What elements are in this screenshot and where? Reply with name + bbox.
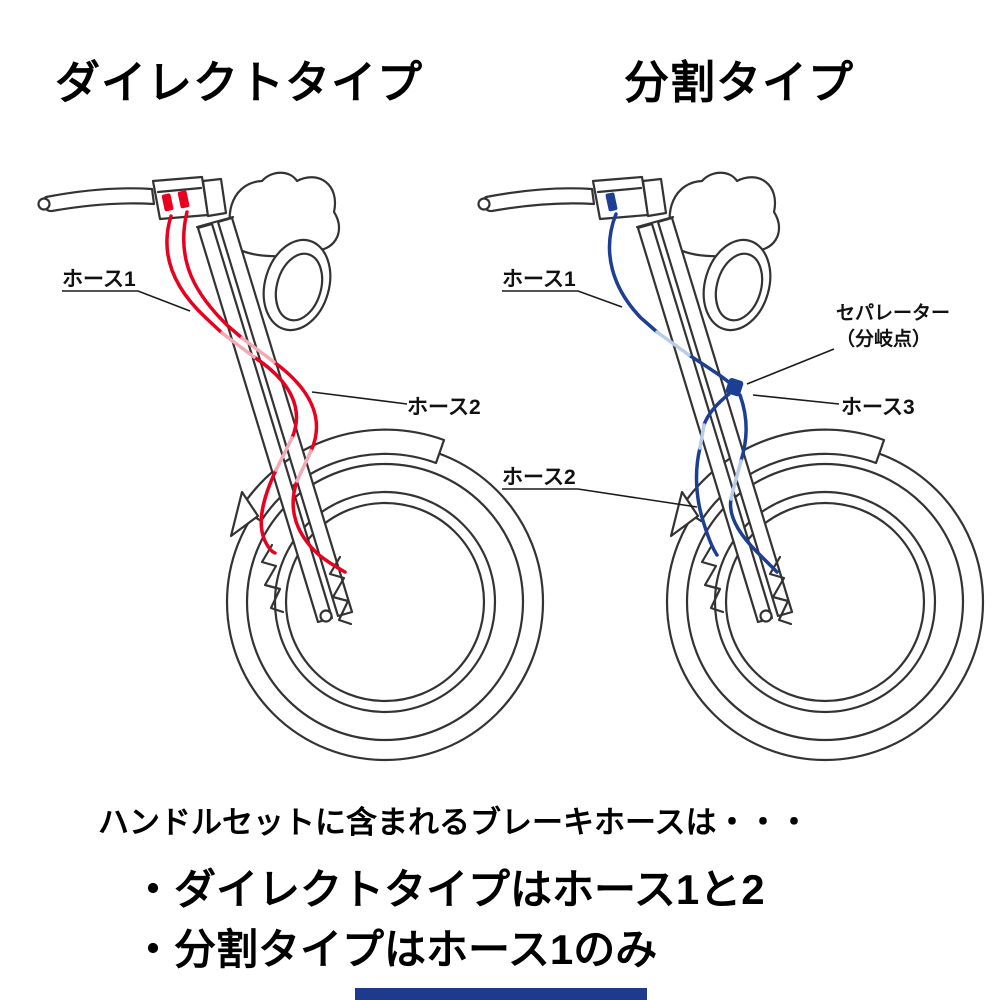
split-fittings [605,192,744,397]
leader-direct-hose2 [311,391,408,405]
footer-bullet-split: ・分割タイプはホース1のみ [132,926,658,973]
leader-split-hose2 [502,488,698,508]
banjo-fitting-1 [161,193,174,212]
separator-label: セパレーター （分岐点） [836,301,950,352]
hose1-upper [607,212,659,334]
hose2-lower [291,479,347,574]
leader-split-hose3 [752,394,840,405]
separator-block [725,378,744,397]
hose2-lower [694,446,719,557]
leader-split-separator [746,348,835,385]
direct-hoses [161,190,347,574]
direct-hose-hidden-segments [220,331,313,483]
split-hose1-label: ホース1 [502,268,576,291]
hose1-upper [165,214,224,335]
hose2-behind-fork [698,423,706,450]
separator-label-line2: （分岐点） [836,328,932,350]
footer-bullet-direct: ・ダイレクトタイプはホース1と2 [132,866,765,913]
leader-direct-hose1 [62,290,191,312]
hose3-lower [728,497,779,574]
bottom-banner-edge [355,988,647,1000]
hose3-upper [738,393,748,463]
hose2-upper [181,210,244,340]
leader-lines [62,290,840,508]
banjo-fitting [605,192,618,212]
hose1-behind-fork [655,330,691,357]
split-hoses [605,192,779,574]
split-type-title: 分割タイプ [624,57,855,108]
hose1-lower [259,468,278,555]
direct-hose2-label: ホース2 [407,396,481,419]
separator-label-line1: セパレーター [836,303,951,324]
hose2-behind-fork-1 [240,336,276,364]
hose1-behind-fork-2 [274,436,294,472]
hose1-behind-fork-1 [220,331,256,359]
direct-bike [37,171,545,762]
direct-type-title: ダイレクトタイプ [55,57,424,108]
hose1-mid [252,355,299,440]
hose3-behind-fork [729,459,743,501]
split-hose-blue-segments [607,212,779,574]
hose2-mid [272,360,319,453]
direct-banjo-fittings [161,190,190,212]
split-hose3-label: ホース3 [841,396,915,419]
hose2-upper [702,392,731,427]
split-hose2-label: ホース2 [502,466,576,489]
banjo-fitting-2 [177,190,190,209]
direct-hose-red-segments [165,210,347,574]
leader-split-hose1 [502,290,623,308]
direct-hose1-label: ホース1 [62,268,136,291]
hose2-behind-fork-2 [295,449,313,483]
split-hose-hidden-segments [655,330,743,501]
footer-intro: ハンドルセットに含まれるブレーキホースは・・・ [98,805,810,840]
